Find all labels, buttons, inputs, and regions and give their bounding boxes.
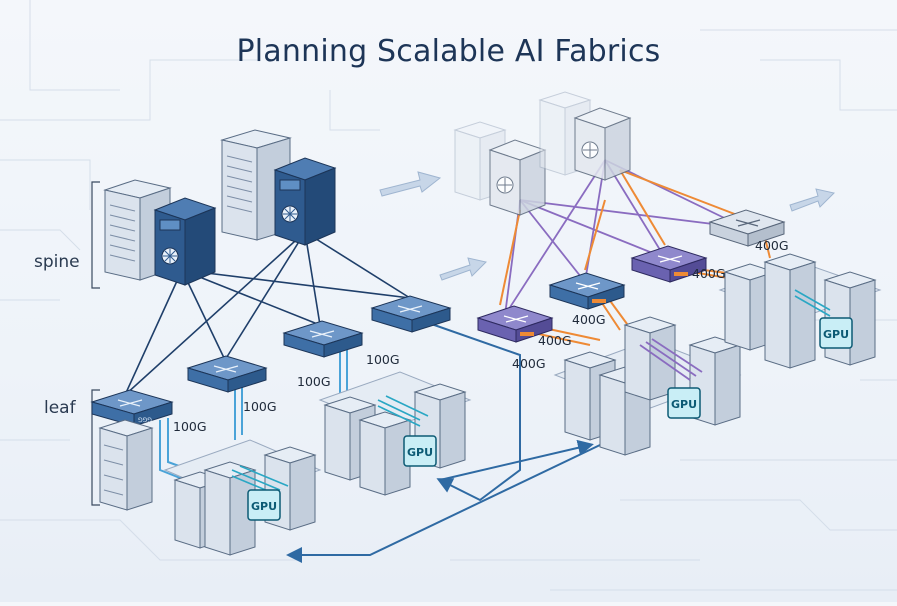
- gpu-label-1: GPU: [251, 500, 277, 513]
- spine-rack-2: [220, 129, 292, 241]
- left-spine-group: [103, 129, 337, 286]
- leaf-switch-4: [370, 295, 452, 333]
- right-leaf-switch-2: [548, 272, 626, 310]
- bottom-path-line: [286, 444, 601, 563]
- gpu-cluster-2: GPU: [318, 371, 472, 496]
- link-label-100g-4: 100G: [366, 352, 400, 367]
- gpu-label-2: GPU: [407, 446, 433, 459]
- leaf-tier-label: leaf: [44, 398, 76, 418]
- leaf-switch-3: [282, 320, 364, 358]
- spine-switch-1: [153, 197, 217, 286]
- background-grid: [0, 0, 897, 591]
- link-label-400g-5: 400G: [755, 238, 789, 253]
- gpu-label-3: GPU: [671, 398, 697, 411]
- link-label-100g-1: 100G: [173, 419, 207, 434]
- right-spine-switch-1: [488, 139, 547, 216]
- left-spine-leaf-links: [124, 231, 411, 396]
- gpu-label-4: GPU: [823, 328, 849, 341]
- gpu-cluster-1: GPU: [163, 439, 322, 556]
- link-label-400g-1: 400G: [512, 356, 546, 371]
- link-label-400g-2: 400G: [538, 333, 572, 348]
- right-leaf-switch-3: [630, 245, 708, 283]
- link-label-400g-4: 400G: [692, 266, 726, 281]
- right-spine-switch-2: [573, 107, 632, 181]
- tier-brackets: [91, 181, 100, 506]
- page-title: Planning Scalable AI Fabrics: [236, 34, 661, 69]
- gpu-cluster-4: GPU: [718, 253, 882, 369]
- link-label-400g-3: 400G: [572, 312, 606, 327]
- link-label-100g-2: 100G: [243, 399, 277, 414]
- spine-tier-label: spine: [34, 252, 80, 272]
- right-purple-links: [504, 159, 746, 316]
- right-spine-group: [453, 91, 632, 216]
- leaf-rack: [98, 419, 154, 511]
- left-leaf-switches: ꓨꓨꓨ: [90, 295, 452, 427]
- link-labels: 100G 100G 100G 100G 400G 400G 400G 400G …: [173, 238, 789, 434]
- flow-arrows: [379, 171, 835, 281]
- link-label-100g-3: 100G: [297, 374, 331, 389]
- leaf-switch-2: [186, 355, 268, 393]
- spine-switch-2: [273, 157, 337, 246]
- gpu-cluster-3: GPU: [553, 316, 742, 456]
- svg-text:ꓨꓨꓨ: ꓨꓨꓨ: [138, 417, 152, 424]
- right-leaf-switches: [476, 209, 786, 343]
- right-leaf-switch-1: [476, 305, 554, 343]
- bottom-path-line-2: [439, 439, 594, 481]
- return-path-line: [419, 319, 521, 502]
- right-leaf-switch-4: [708, 209, 786, 247]
